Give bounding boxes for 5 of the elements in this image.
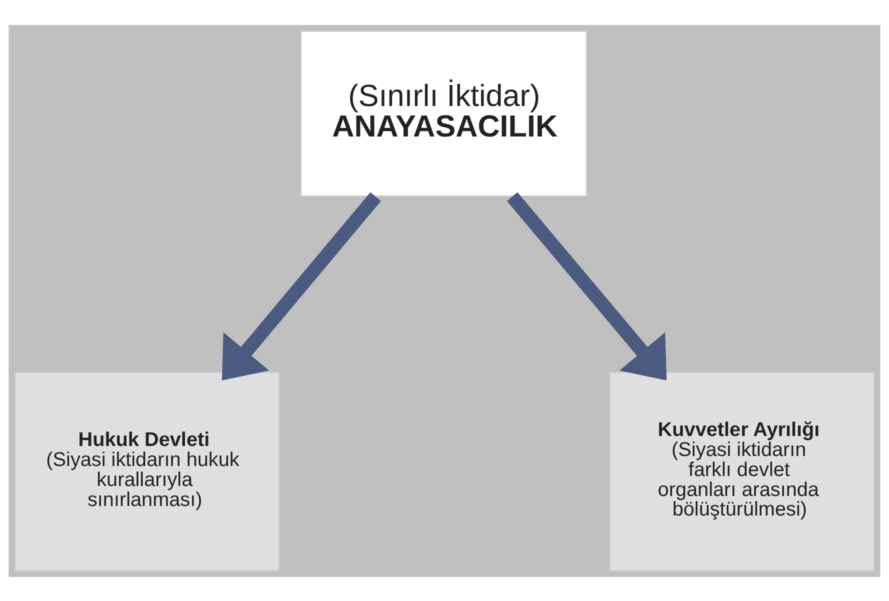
node-box: (Sınırlı İktidar) ANAYASACILIK xyxy=(300,30,588,197)
arrow xyxy=(506,192,667,380)
node-box: Kuvvetler Ayrılığı (Siyasi iktidarın farklı devlet organları arasında bölüştürülmesi) xyxy=(608,370,875,572)
node-box: Hukuk Devleti (Siyasi iktidarın hukuk kurallarıyla sınırlanması) xyxy=(14,370,280,572)
arrow xyxy=(222,192,381,380)
